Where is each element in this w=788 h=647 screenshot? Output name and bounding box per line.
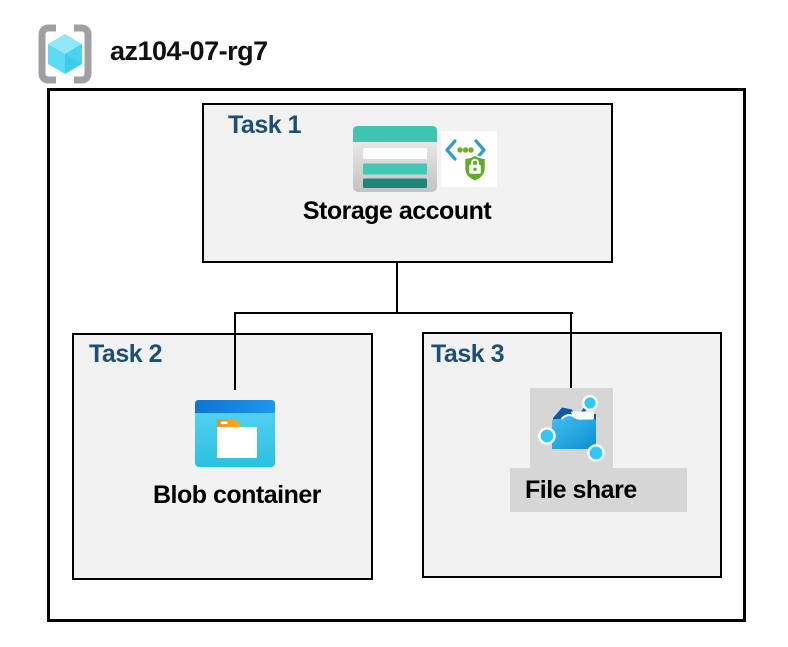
file-share-icon (538, 390, 610, 464)
task2-label: Task 2 (89, 340, 162, 368)
secure-access-icon (441, 131, 497, 187)
task3-label: Task 3 (431, 340, 504, 368)
storage-account-label: Storage account (302, 197, 492, 225)
resource-group-name: az104-07-rg7 (110, 36, 268, 66)
blob-container-label: Blob container (152, 481, 322, 509)
storage-account-icon (353, 126, 437, 192)
connector-horizontal (234, 312, 573, 314)
connector-to-blob (234, 313, 236, 390)
connector-storage-stem (396, 263, 398, 314)
connector-to-fileshare (570, 313, 572, 389)
file-share-label-highlight: File share (510, 468, 687, 512)
resource-group-icon (37, 23, 93, 85)
file-share-label: File share (525, 475, 637, 504)
task1-label: Task 1 (228, 111, 301, 139)
blob-container-icon (195, 400, 275, 467)
